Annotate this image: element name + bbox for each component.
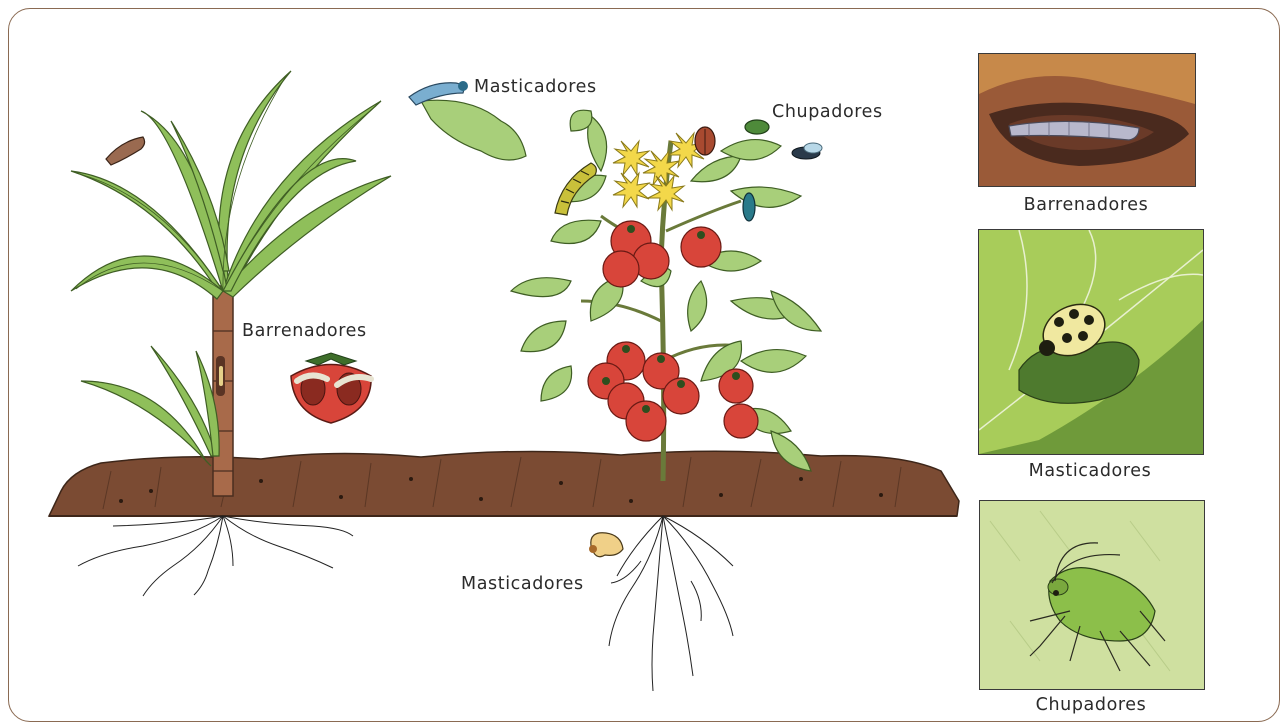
green-bug-icon <box>745 120 769 134</box>
leaf-beetle-icon <box>979 230 1203 454</box>
soil-bed <box>49 451 959 516</box>
cut-tomato-icon <box>291 353 371 423</box>
panel-barrenadores <box>978 53 1196 187</box>
label-masticadores-bottom: Masticadores <box>461 576 584 594</box>
cane-roots <box>78 516 353 596</box>
panel-chupadores <box>979 500 1205 690</box>
aphid-icon <box>980 501 1204 689</box>
tomato-plant <box>511 110 821 481</box>
caption-masticadores: Masticadores <box>978 463 1202 481</box>
label-chupadores-top: Chupadores <box>772 104 883 122</box>
blue-fly-icon <box>792 143 822 159</box>
caption-chupadores: Chupadores <box>979 697 1203 715</box>
illustration-frame: Masticadores Chupadores Barrenadores Mas… <box>8 8 1280 722</box>
label-barrenadores-mid: Barrenadores <box>242 323 367 341</box>
tomato-flowers <box>613 133 704 210</box>
tomato-roots <box>609 516 733 691</box>
red-beetle-icon <box>695 127 715 155</box>
label-masticadores-top: Masticadores <box>474 79 597 97</box>
caption-barrenadores: Barrenadores <box>978 197 1194 215</box>
stem-borer-larva-icon <box>979 54 1195 186</box>
sugarcane-plant <box>71 71 391 496</box>
blue-beetle-icon <box>743 193 755 221</box>
chewing-leaf <box>421 100 526 160</box>
panel-masticadores <box>978 229 1204 455</box>
white-grub-icon <box>589 533 623 557</box>
cane-borer-larva-icon <box>106 137 145 165</box>
